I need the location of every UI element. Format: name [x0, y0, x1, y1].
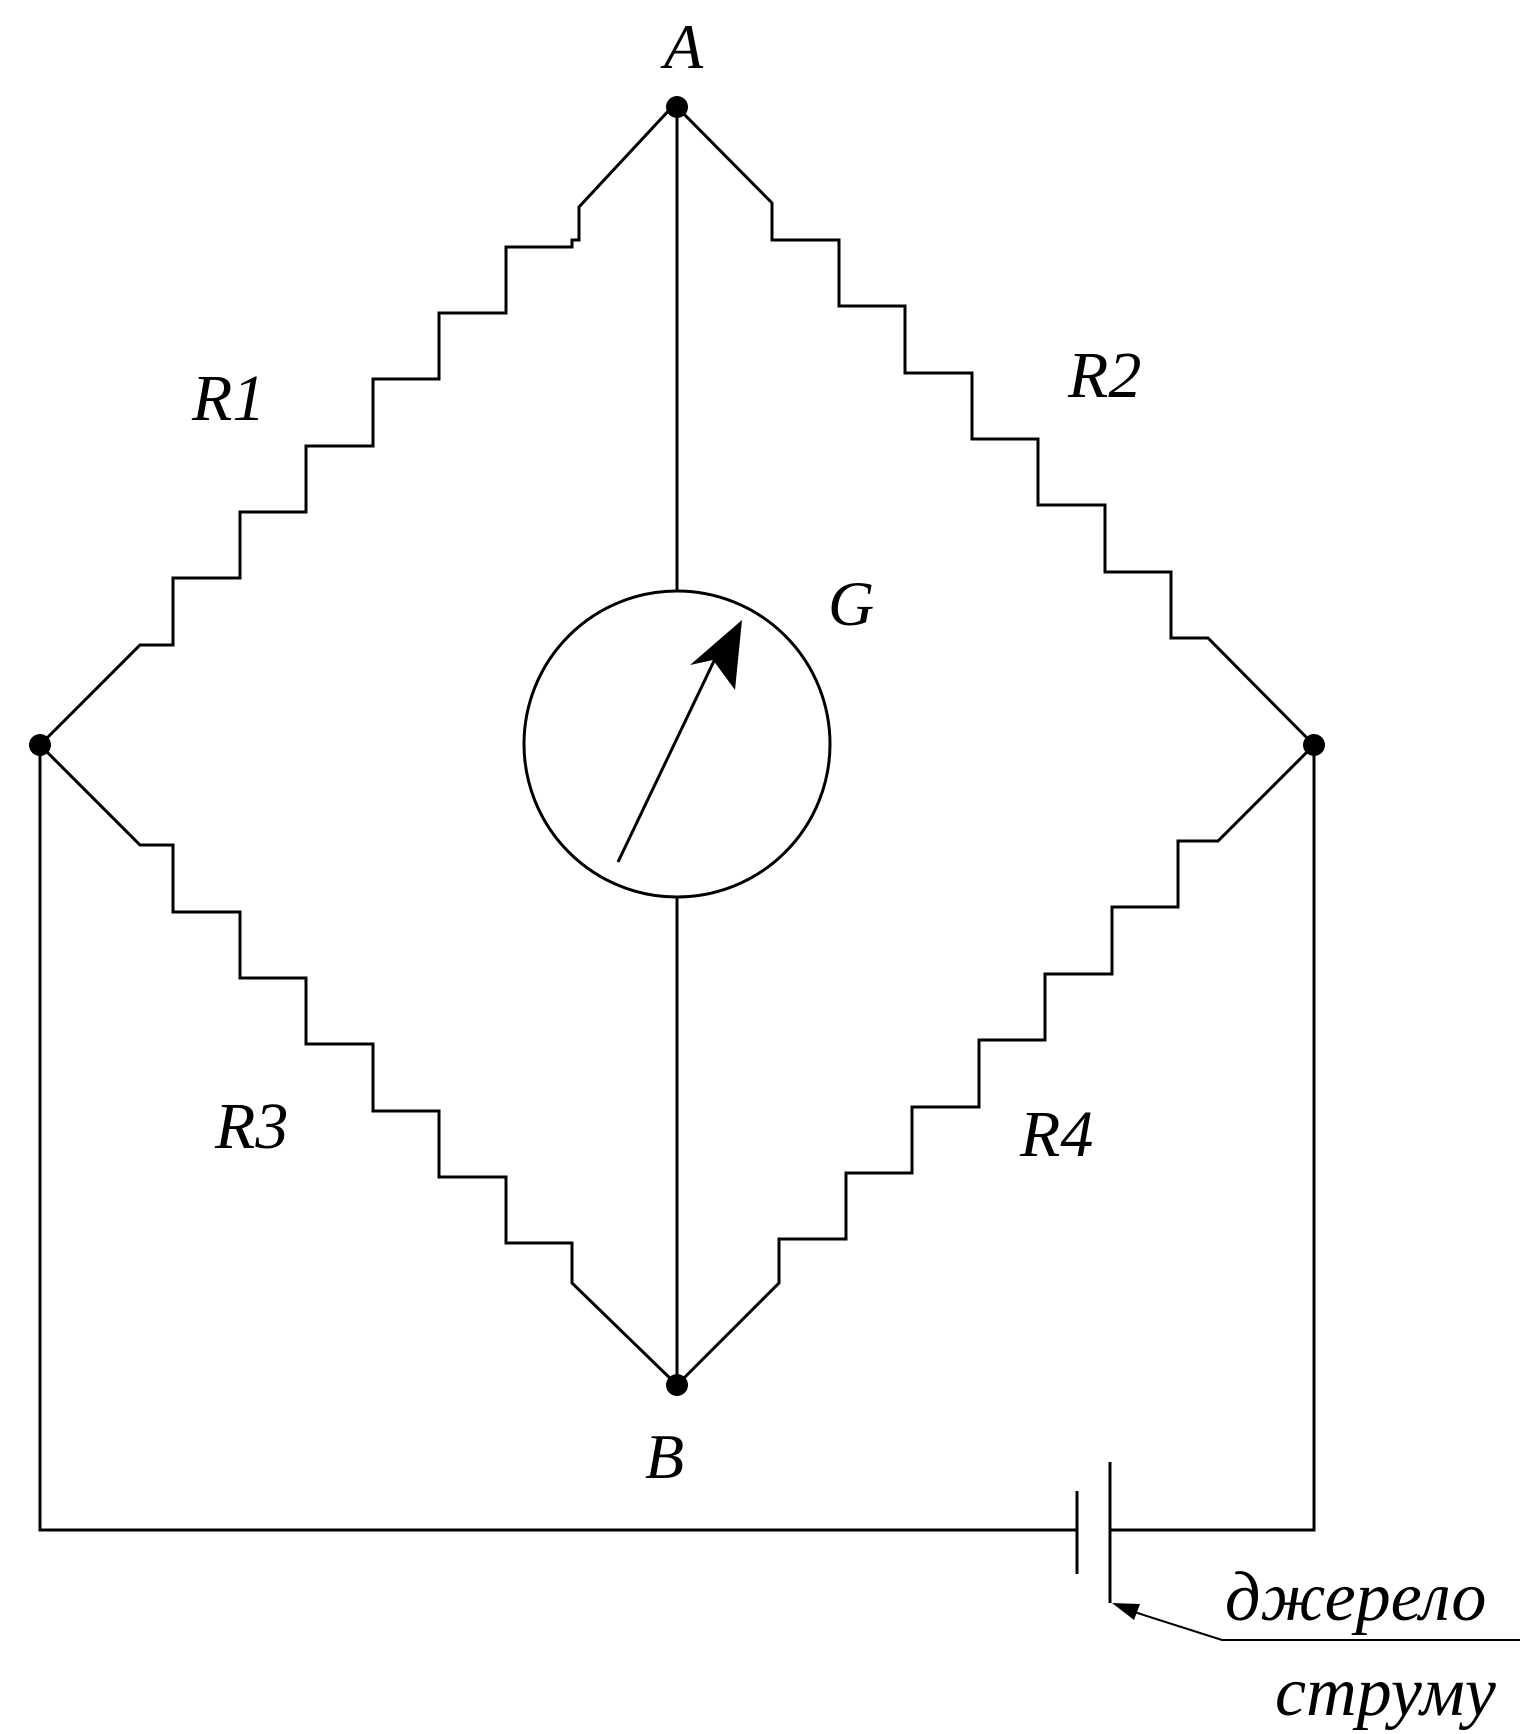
- node-a-label: A: [660, 11, 704, 82]
- galvanometer-circle: [522, 589, 832, 899]
- galvanometer-label: G: [828, 568, 874, 639]
- wire-right-supply: [1110, 745, 1316, 1532]
- resistor-r2-label: R2: [1067, 339, 1141, 412]
- source-leader-line: [1127, 1609, 1520, 1641]
- resistor-r4: [675, 743, 1316, 1387]
- wire-left-supply: [38, 745, 1077, 1532]
- resistor-r3-label: R3: [214, 1090, 288, 1163]
- node-right-dot: [1303, 734, 1325, 756]
- node-b-label: B: [645, 1421, 684, 1492]
- node-b-dot: [666, 1374, 688, 1396]
- source-label-line1: джерело: [1225, 1559, 1486, 1636]
- galvanometer-needle: [616, 639, 726, 863]
- resistor-r3: [38, 743, 679, 1387]
- source-leader-arrow-icon: [1112, 1603, 1140, 1620]
- resistor-r4-label: R4: [1019, 1098, 1093, 1171]
- galvanometer-arrow-icon: [690, 620, 742, 690]
- resistor-r2: [675, 105, 1316, 747]
- resistor-r1: [38, 105, 674, 747]
- node-a-dot: [666, 96, 688, 118]
- node-left-dot: [29, 734, 51, 756]
- resistor-r1-label: R1: [191, 362, 265, 435]
- source-label-line2: струму: [1275, 1654, 1497, 1731]
